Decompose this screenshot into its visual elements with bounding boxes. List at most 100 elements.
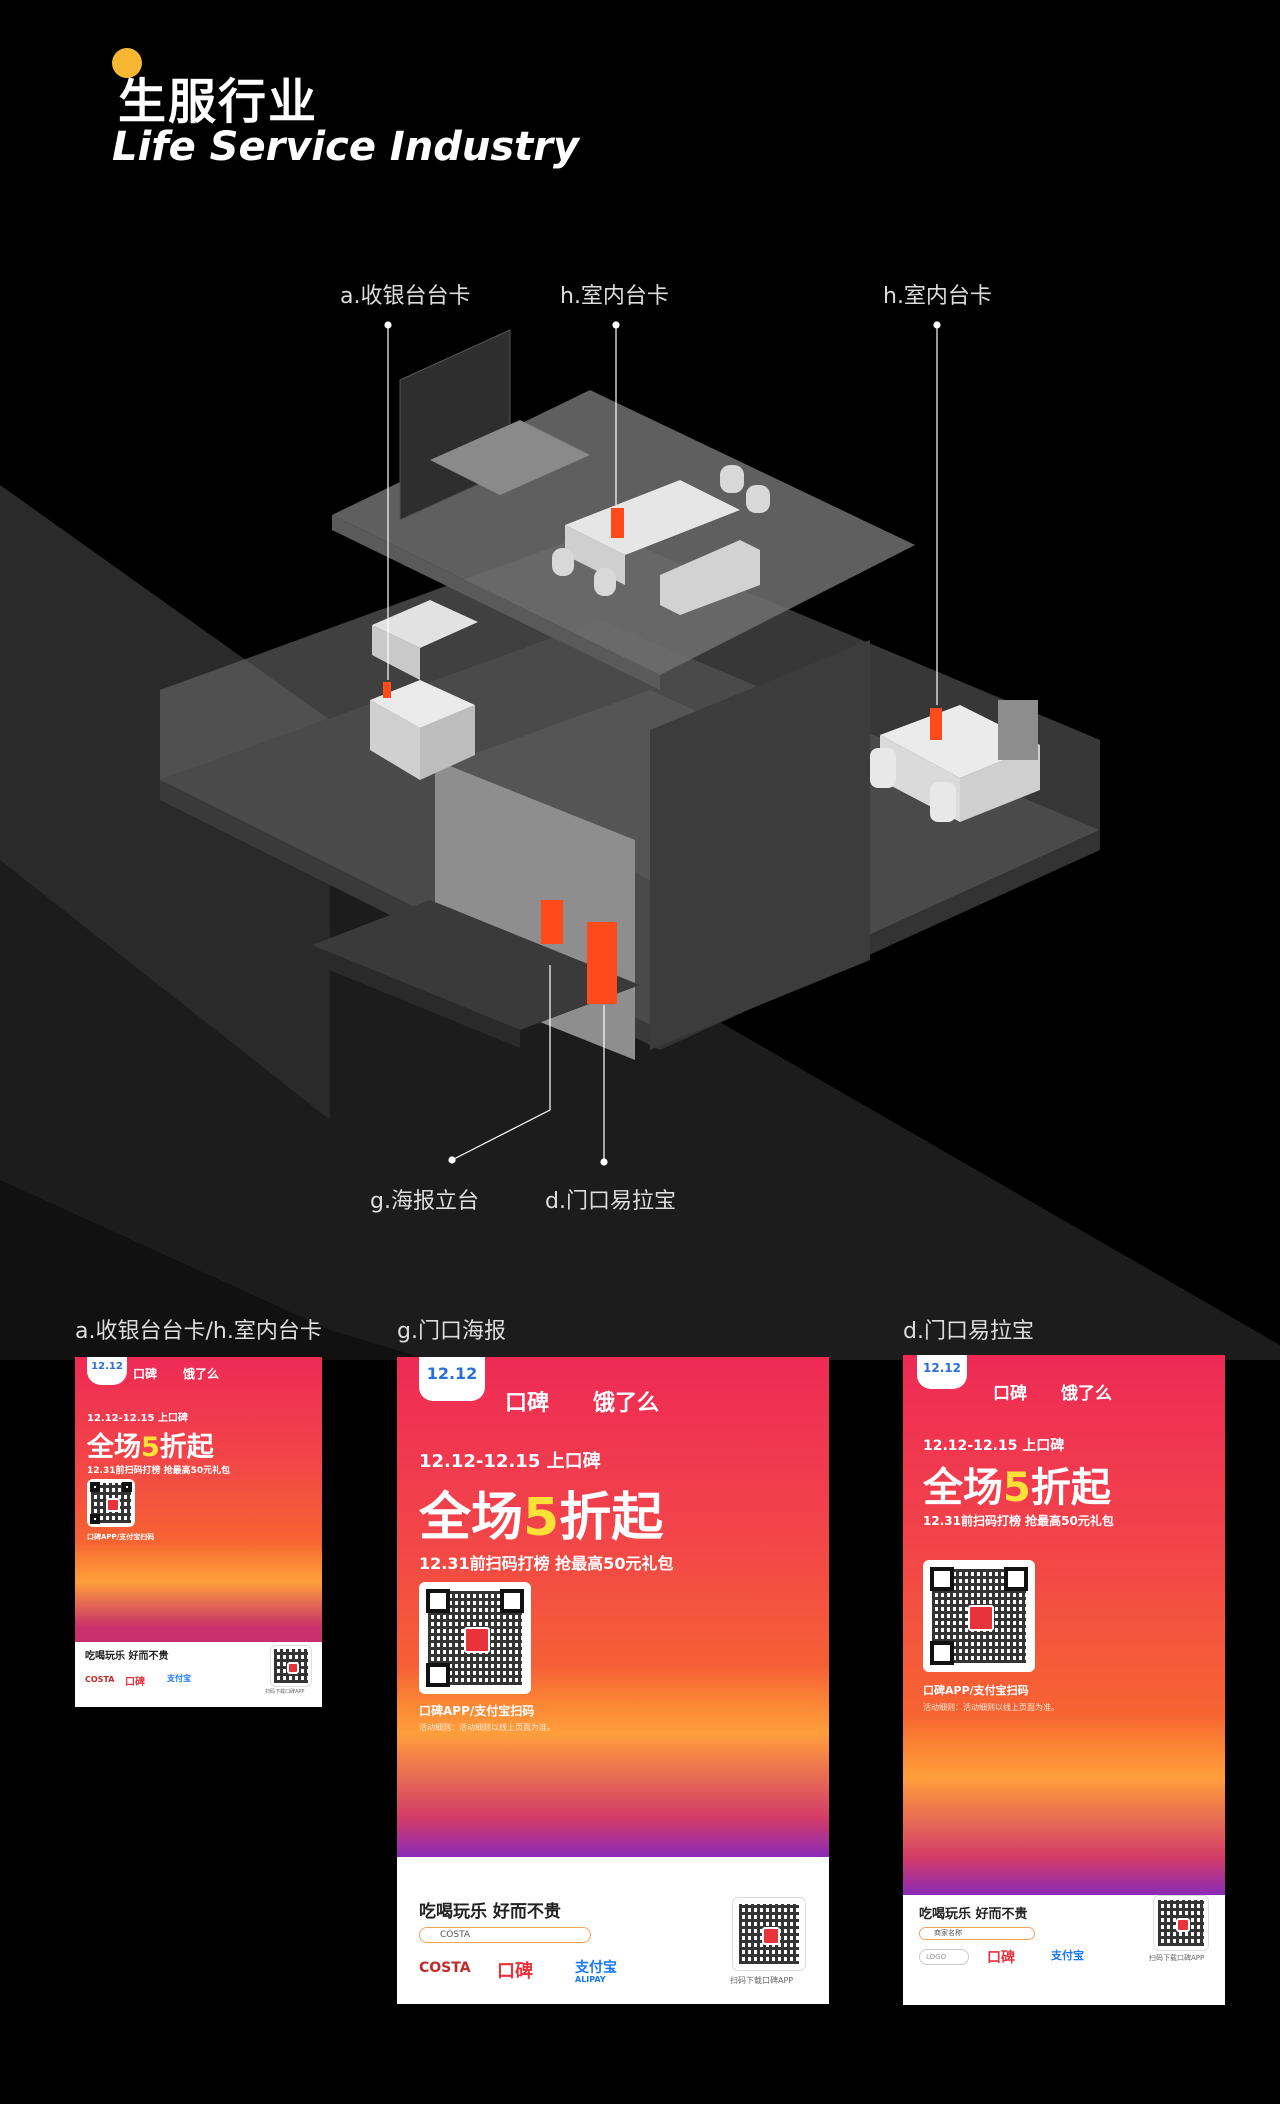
ground-shadow: [0, 1180, 430, 1360]
footer-alipay: 支付宝: [575, 1960, 617, 1976]
headline-post: 折起: [1030, 1465, 1111, 1511]
poster-door: 12.12 口碑 饿了么 12.12-12.15 上口碑 全场5折起 12.31…: [397, 1357, 829, 2004]
label-door-banner: d.门口易拉宝: [545, 1189, 676, 1214]
poster-headline: 全场5折起: [419, 1475, 663, 1550]
cashier-table-card: [383, 682, 391, 698]
poster-slogan: 吃喝玩乐 好而不贵: [919, 1907, 1028, 1922]
footer-alipay: 支付宝: [1051, 1949, 1084, 1962]
upper-counter: [430, 420, 590, 495]
poster-scan-label: 口碑APP/支付宝扫码: [87, 1533, 155, 1541]
logo-costa: COSTA: [85, 1675, 115, 1684]
badge-1212: 12.12: [917, 1355, 967, 1389]
page-subtitle: Life Service Industry: [112, 124, 580, 170]
poster-qr-code: [923, 1560, 1035, 1672]
upper-stool: [594, 568, 616, 596]
footer-scan-label: 扫码下载口碑APP: [730, 1976, 794, 1985]
footer-scan-label: 扫码下载口碑APP: [265, 1689, 305, 1695]
right-chair: [870, 748, 896, 788]
footer-qr-code: [270, 1645, 312, 1687]
indoor-table-card-1: [611, 508, 624, 538]
poster-headline: 全场5折起: [923, 1455, 1111, 1513]
footer-koubei: 口碑: [987, 1950, 1015, 1966]
poster-table-card: 12.12 口碑 饿了么 12.12-12.15 上口碑 全场5折起 12.31…: [75, 1357, 322, 1707]
label-indoor-card-1: h.室内台卡: [560, 284, 669, 309]
poster-date: 12.12-12.15 上口碑: [419, 1451, 601, 1472]
door-rollup-banner: [587, 922, 617, 1004]
upper-stool: [746, 485, 770, 513]
central-block-right: [650, 640, 870, 1050]
label-cashier-card: a.收银台台卡: [340, 284, 471, 309]
cashier-shelf-side: [372, 625, 420, 680]
section-label-table-card: a.收银台台卡/h.室内台卡: [75, 1319, 322, 1344]
poster-subline: 12.31前扫码打榜 抢最高50元礼包: [419, 1554, 674, 1573]
poster-rule: 活动细则：活动细则以线上页面为准。: [419, 1723, 555, 1732]
cashier-counter: [370, 680, 475, 728]
headline-num: 5: [523, 1488, 560, 1548]
poster-stand: [541, 900, 563, 944]
label-poster-stand: g.海报立台: [370, 1189, 479, 1214]
poster-date: 12.12-12.15 上口碑: [87, 1413, 188, 1424]
poster-scan-label: 口碑APP/支付宝扫码: [923, 1684, 1029, 1697]
footer-koubei: 口碑: [497, 1961, 533, 1982]
cashier-counter-right: [420, 705, 475, 780]
cashier-shelf: [372, 600, 478, 648]
brand-koubei: 口碑: [505, 1391, 550, 1416]
right-chair: [930, 782, 956, 822]
upper-floor-edge: [332, 515, 660, 690]
logo-placeholder: LOGO: [919, 1949, 969, 1965]
poster-rule: 活动细则：活动细则以线上页面为准。: [923, 1703, 1059, 1712]
upper-table: [565, 480, 740, 555]
footer-scan-label: 扫码下载口碑APP: [1149, 1954, 1205, 1962]
logo-costa: COSTA: [419, 1960, 471, 1976]
footer-alipay: 支付宝: [167, 1674, 191, 1683]
upper-stool: [720, 465, 744, 493]
footer-qr-code: [732, 1897, 806, 1971]
poster-subline: 12.31前扫码打榜 抢最高50元礼包: [87, 1466, 231, 1476]
section-label-rollup: d.门口易拉宝: [903, 1319, 1034, 1344]
footer-alipay-en: ALIPAY: [575, 1975, 606, 1984]
label-indoor-card-2: h.室内台卡: [883, 284, 992, 309]
right-table-side: [960, 745, 1040, 822]
right-chair-back: [998, 700, 1038, 760]
ground-plane: [0, 485, 1280, 1360]
brand-eleme: 饿了么: [593, 1391, 660, 1416]
headline-pre: 全场: [87, 1432, 141, 1463]
store-search-field: 商家名称: [919, 1927, 1035, 1940]
brand-koubei: 口碑: [993, 1384, 1027, 1404]
headline-num: 5: [141, 1432, 160, 1463]
headline-post: 折起: [559, 1488, 664, 1548]
poster-illustration: [903, 1715, 1225, 1895]
headline-post: 折起: [159, 1432, 214, 1463]
brand-koubei: 口碑: [133, 1367, 158, 1381]
poster-slogan: 吃喝玩乐 好而不贵: [85, 1651, 169, 1662]
poster-date: 12.12-12.15 上口碑: [923, 1438, 1065, 1454]
brand-eleme: 饿了么: [183, 1367, 220, 1381]
footer-qr-code: [1153, 1895, 1209, 1951]
headline-pre: 全场: [923, 1465, 1003, 1511]
poster-slogan: 吃喝玩乐 好而不贵: [419, 1902, 561, 1922]
poster-headline: 全场5折起: [87, 1425, 214, 1464]
store-search-field: COSTA: [419, 1927, 591, 1943]
poster-qr-code: [87, 1479, 135, 1527]
badge-1212: 12.12: [87, 1357, 127, 1385]
indoor-table-card-2: [930, 708, 942, 740]
poster-scan-label: 口碑APP/支付宝扫码: [419, 1704, 535, 1718]
poster-illustration: [75, 1542, 322, 1642]
section-label-door-poster: g.门口海报: [397, 1319, 506, 1344]
entrance-step: [312, 900, 640, 1030]
badge-1212: 12.12: [419, 1357, 485, 1401]
poster-qr-code: [419, 1582, 531, 1694]
store-isometric-diagram: [0, 321, 1280, 1360]
poster-subline: 12.31前扫码打榜 抢最高50元礼包: [923, 1514, 1114, 1528]
upper-sofa: [660, 540, 760, 615]
cashier-counter-left: [370, 700, 420, 780]
headline-pre: 全场: [419, 1488, 524, 1548]
footer-koubei: 口碑: [125, 1677, 145, 1688]
poster-rollup: 12.12 口碑 饿了么 12.12-12.15 上口碑 全场5折起 12.31…: [903, 1355, 1225, 2005]
page-title: 生服行业: [118, 74, 319, 130]
entrance-step-edge: [312, 945, 520, 1048]
title-dot-icon: [112, 48, 142, 78]
headline-num: 5: [1003, 1465, 1031, 1511]
upper-stool: [552, 548, 574, 576]
poster-illustration: [397, 1667, 829, 1857]
